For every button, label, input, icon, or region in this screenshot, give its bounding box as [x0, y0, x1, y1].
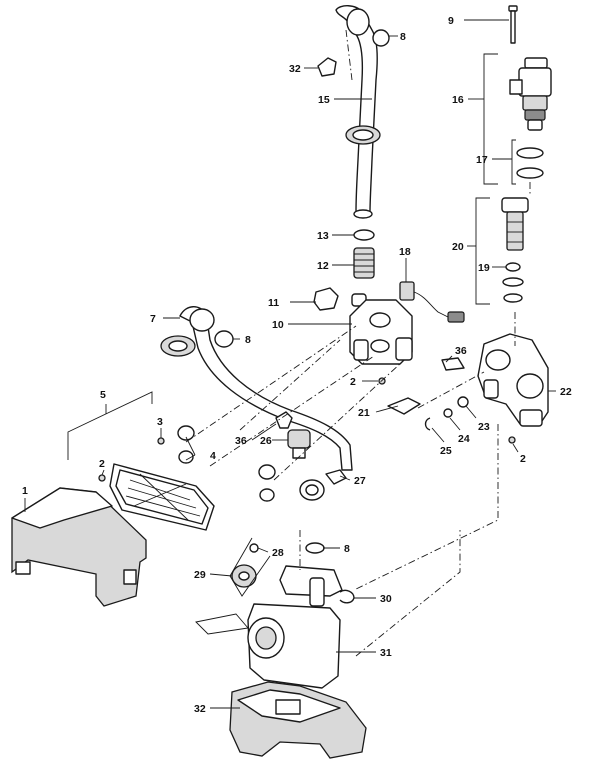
- part-32-clip-lower: [275, 411, 293, 429]
- part-2-screw-right: [508, 436, 516, 444]
- part-18-seal: [502, 262, 524, 303]
- part-8-seal-top: [372, 29, 390, 47]
- pipe-joint: [299, 479, 325, 501]
- callout-16: 17: [476, 154, 488, 166]
- callout-29: 30: [380, 593, 392, 605]
- part-8-seal-mid: [214, 330, 234, 348]
- callout-32-top: 32: [289, 63, 301, 75]
- part-2-screw-left: [98, 474, 106, 482]
- callout-14: 9: [448, 15, 454, 27]
- part-10-clip: [313, 287, 339, 311]
- callout-2-center: 2: [350, 376, 356, 388]
- part-16-o-rings: [516, 147, 544, 179]
- group-brackets: [67, 53, 516, 597]
- part-17-sensor: [399, 281, 465, 323]
- callout-21: 22: [560, 386, 572, 398]
- part-8-seal-lower: [305, 542, 325, 554]
- callout-2-left: 2: [99, 458, 105, 470]
- part-9-manifold: [349, 293, 413, 365]
- part-19-valve-insert: [501, 197, 529, 251]
- callout-15: 16: [452, 94, 464, 106]
- callout-20: 21: [358, 407, 370, 419]
- callout-13: 15: [318, 94, 330, 106]
- part-14-pin: [508, 5, 518, 44]
- part-12-seal: [353, 229, 375, 241]
- callout-7: 7: [150, 313, 156, 325]
- leader-lines: [24, 19, 556, 709]
- part-11-filter: [353, 247, 375, 279]
- callout-labels: 9 8 32 15 16 17 13 12 18 20 19 11 10 7 8…: [22, 15, 572, 715]
- part-22-washer: [457, 396, 469, 408]
- part-24-circlip: [424, 417, 431, 431]
- part-28-sensor: [231, 564, 257, 588]
- callout-26: 27: [354, 475, 366, 487]
- callout-22: 23: [478, 421, 490, 433]
- wire-clip: [195, 613, 249, 635]
- part-20-clip: [387, 397, 421, 415]
- callout-8-top: 8: [400, 31, 406, 43]
- callout-8-lower: 8: [344, 543, 350, 555]
- part-7-pipe: [160, 306, 353, 471]
- part-1-housing: [11, 487, 147, 607]
- part-25-valve: [287, 429, 311, 459]
- callout-9: 10: [272, 319, 284, 331]
- part-23-washer: [443, 408, 453, 418]
- part-31-base-housing: [229, 681, 367, 759]
- callout-1: 1: [22, 485, 28, 497]
- callout-8-mid: 8: [245, 334, 251, 346]
- part-30-pump: [247, 565, 343, 689]
- callout-11: 12: [317, 260, 329, 272]
- callout-28: 29: [194, 569, 206, 581]
- part-15-valve-cartridge: [509, 57, 552, 131]
- part-32-clip-top: [317, 57, 337, 77]
- callout-5: 5: [100, 389, 106, 401]
- callout-32-lower: 36: [235, 435, 247, 447]
- assembly-lines: [185, 29, 531, 657]
- part-21-diverter-body: [477, 333, 549, 427]
- callout-25: 26: [260, 435, 272, 447]
- callout-12: 13: [317, 230, 329, 242]
- callout-30: 31: [380, 647, 392, 659]
- callout-4: 4: [210, 450, 216, 462]
- callout-23: 24: [458, 433, 470, 445]
- callout-10: 11: [268, 297, 279, 309]
- callout-36: 36: [455, 345, 467, 357]
- callout-19: 20: [452, 241, 464, 253]
- part-4-seals: [177, 425, 276, 502]
- part-29-clip: [339, 589, 355, 604]
- callout-24: 25: [440, 445, 452, 457]
- part-3-screw: [157, 437, 165, 445]
- callout-3: 3: [157, 416, 163, 428]
- callout-18: 19: [478, 262, 490, 274]
- callout-2-right: 2: [520, 453, 526, 465]
- part-27-fitting: [249, 543, 259, 553]
- callout-27: 28: [272, 547, 284, 559]
- callout-31: 32: [194, 703, 206, 715]
- part-36-bracket: [441, 357, 465, 371]
- part-13-pipe: [335, 5, 381, 219]
- part-5-heat-exchanger: [109, 463, 215, 531]
- callout-17: 18: [399, 246, 411, 258]
